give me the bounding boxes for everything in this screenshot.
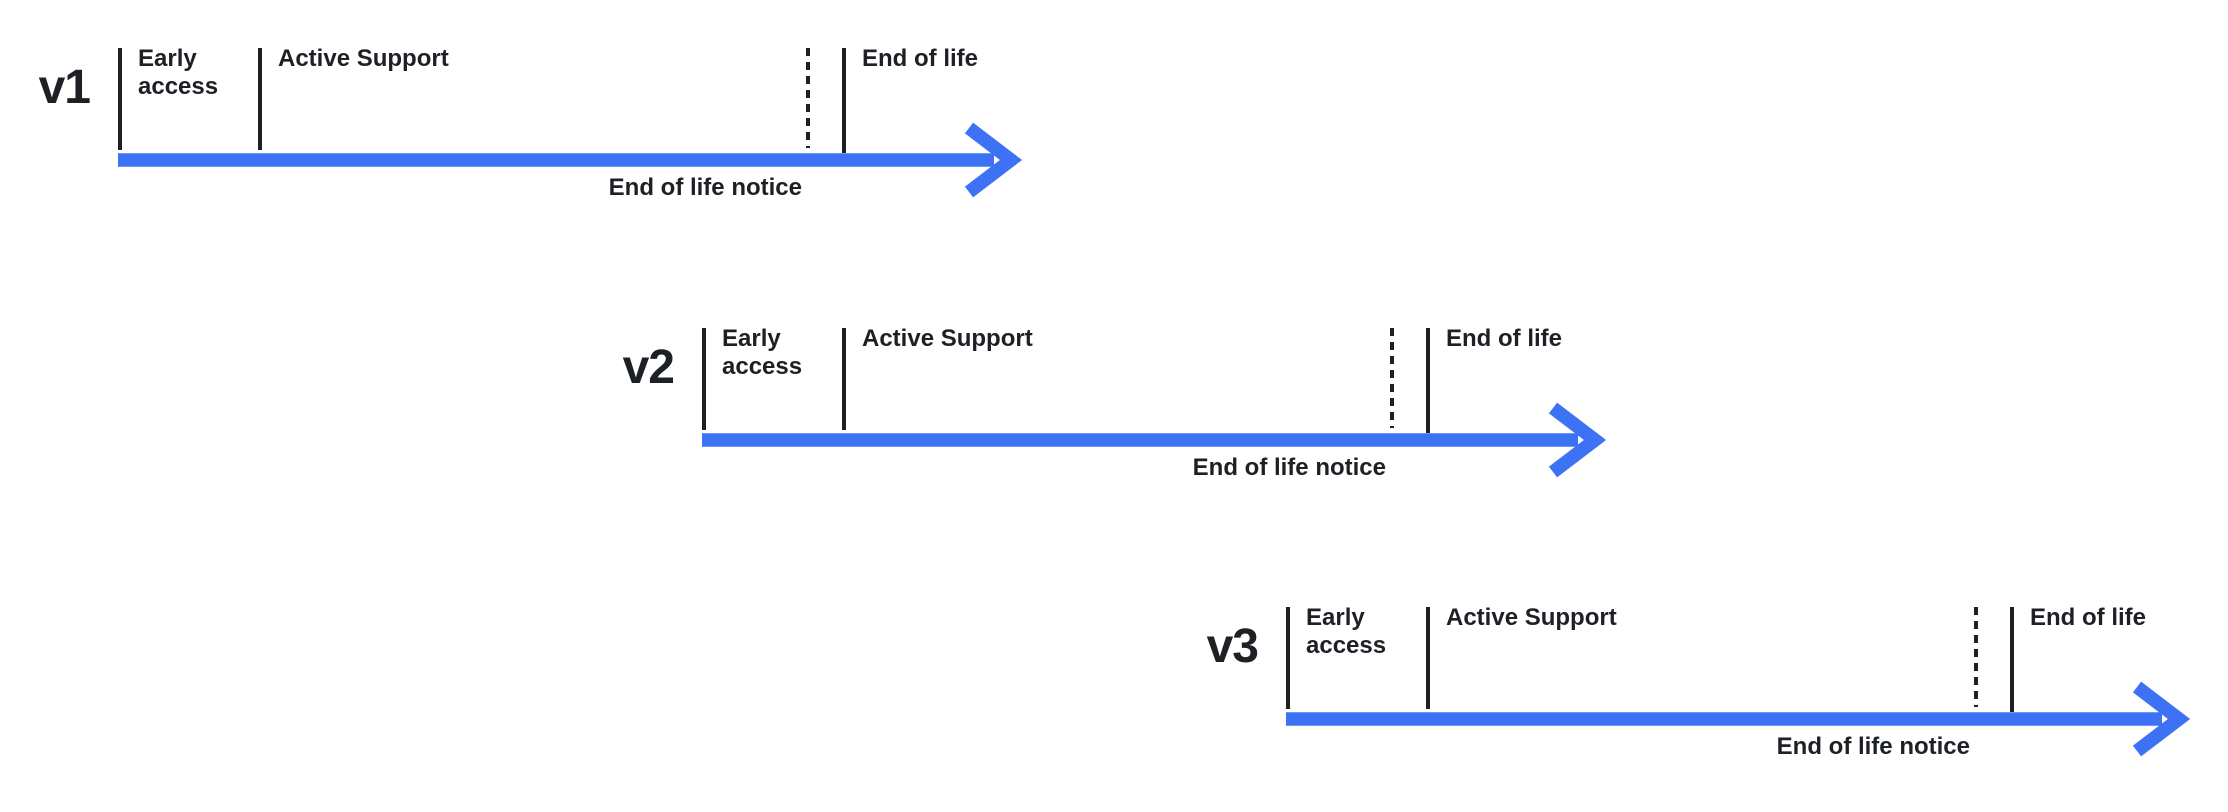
version-label: v3 [1206,620,1259,673]
version-label: v1 [38,61,91,114]
end-of-life-label: End of life [2030,604,2146,631]
timeline-arrow [702,402,1607,478]
active-support-label: Active Support [862,325,1033,352]
active-support-label: Active Support [1446,604,1617,631]
phase-start-tick [118,48,122,150]
timeline-arrow [118,122,1023,198]
early-access-label: Early access [1306,604,1387,659]
end-of-life-tick [2010,607,2014,712]
eol-notice-label: End of life notice [1192,454,1386,481]
timeline-row-v3: v3 Early access Active Support End of li… [1207,604,2228,807]
end-of-life-tick [1426,328,1430,433]
early-access-label: Early access [722,325,803,380]
eol-notice-label: End of life notice [608,174,802,201]
version-label: v2 [622,341,675,394]
timeline-row-v2: v2 Early access Active Support End of li… [623,325,1662,528]
end-of-life-label: End of life [862,45,978,72]
eol-notice-label: End of life notice [1776,733,1970,760]
active-support-label: Active Support [278,45,449,72]
end-of-life-label: End of life [1446,325,1562,352]
active-support-tick [1426,607,1430,709]
phase-start-tick [702,328,706,430]
timeline-row-v1: v1 Early access Active Support End of li… [39,45,1078,248]
timeline-arrow [1286,681,2191,757]
phase-start-tick [1286,607,1290,709]
active-support-tick [258,48,262,150]
eol-notice-dashed-tick [806,48,810,148]
early-access-label: Early access [138,45,219,100]
end-of-life-tick [842,48,846,153]
eol-notice-dashed-tick [1974,607,1978,707]
active-support-tick [842,328,846,430]
eol-notice-dashed-tick [1390,328,1394,428]
